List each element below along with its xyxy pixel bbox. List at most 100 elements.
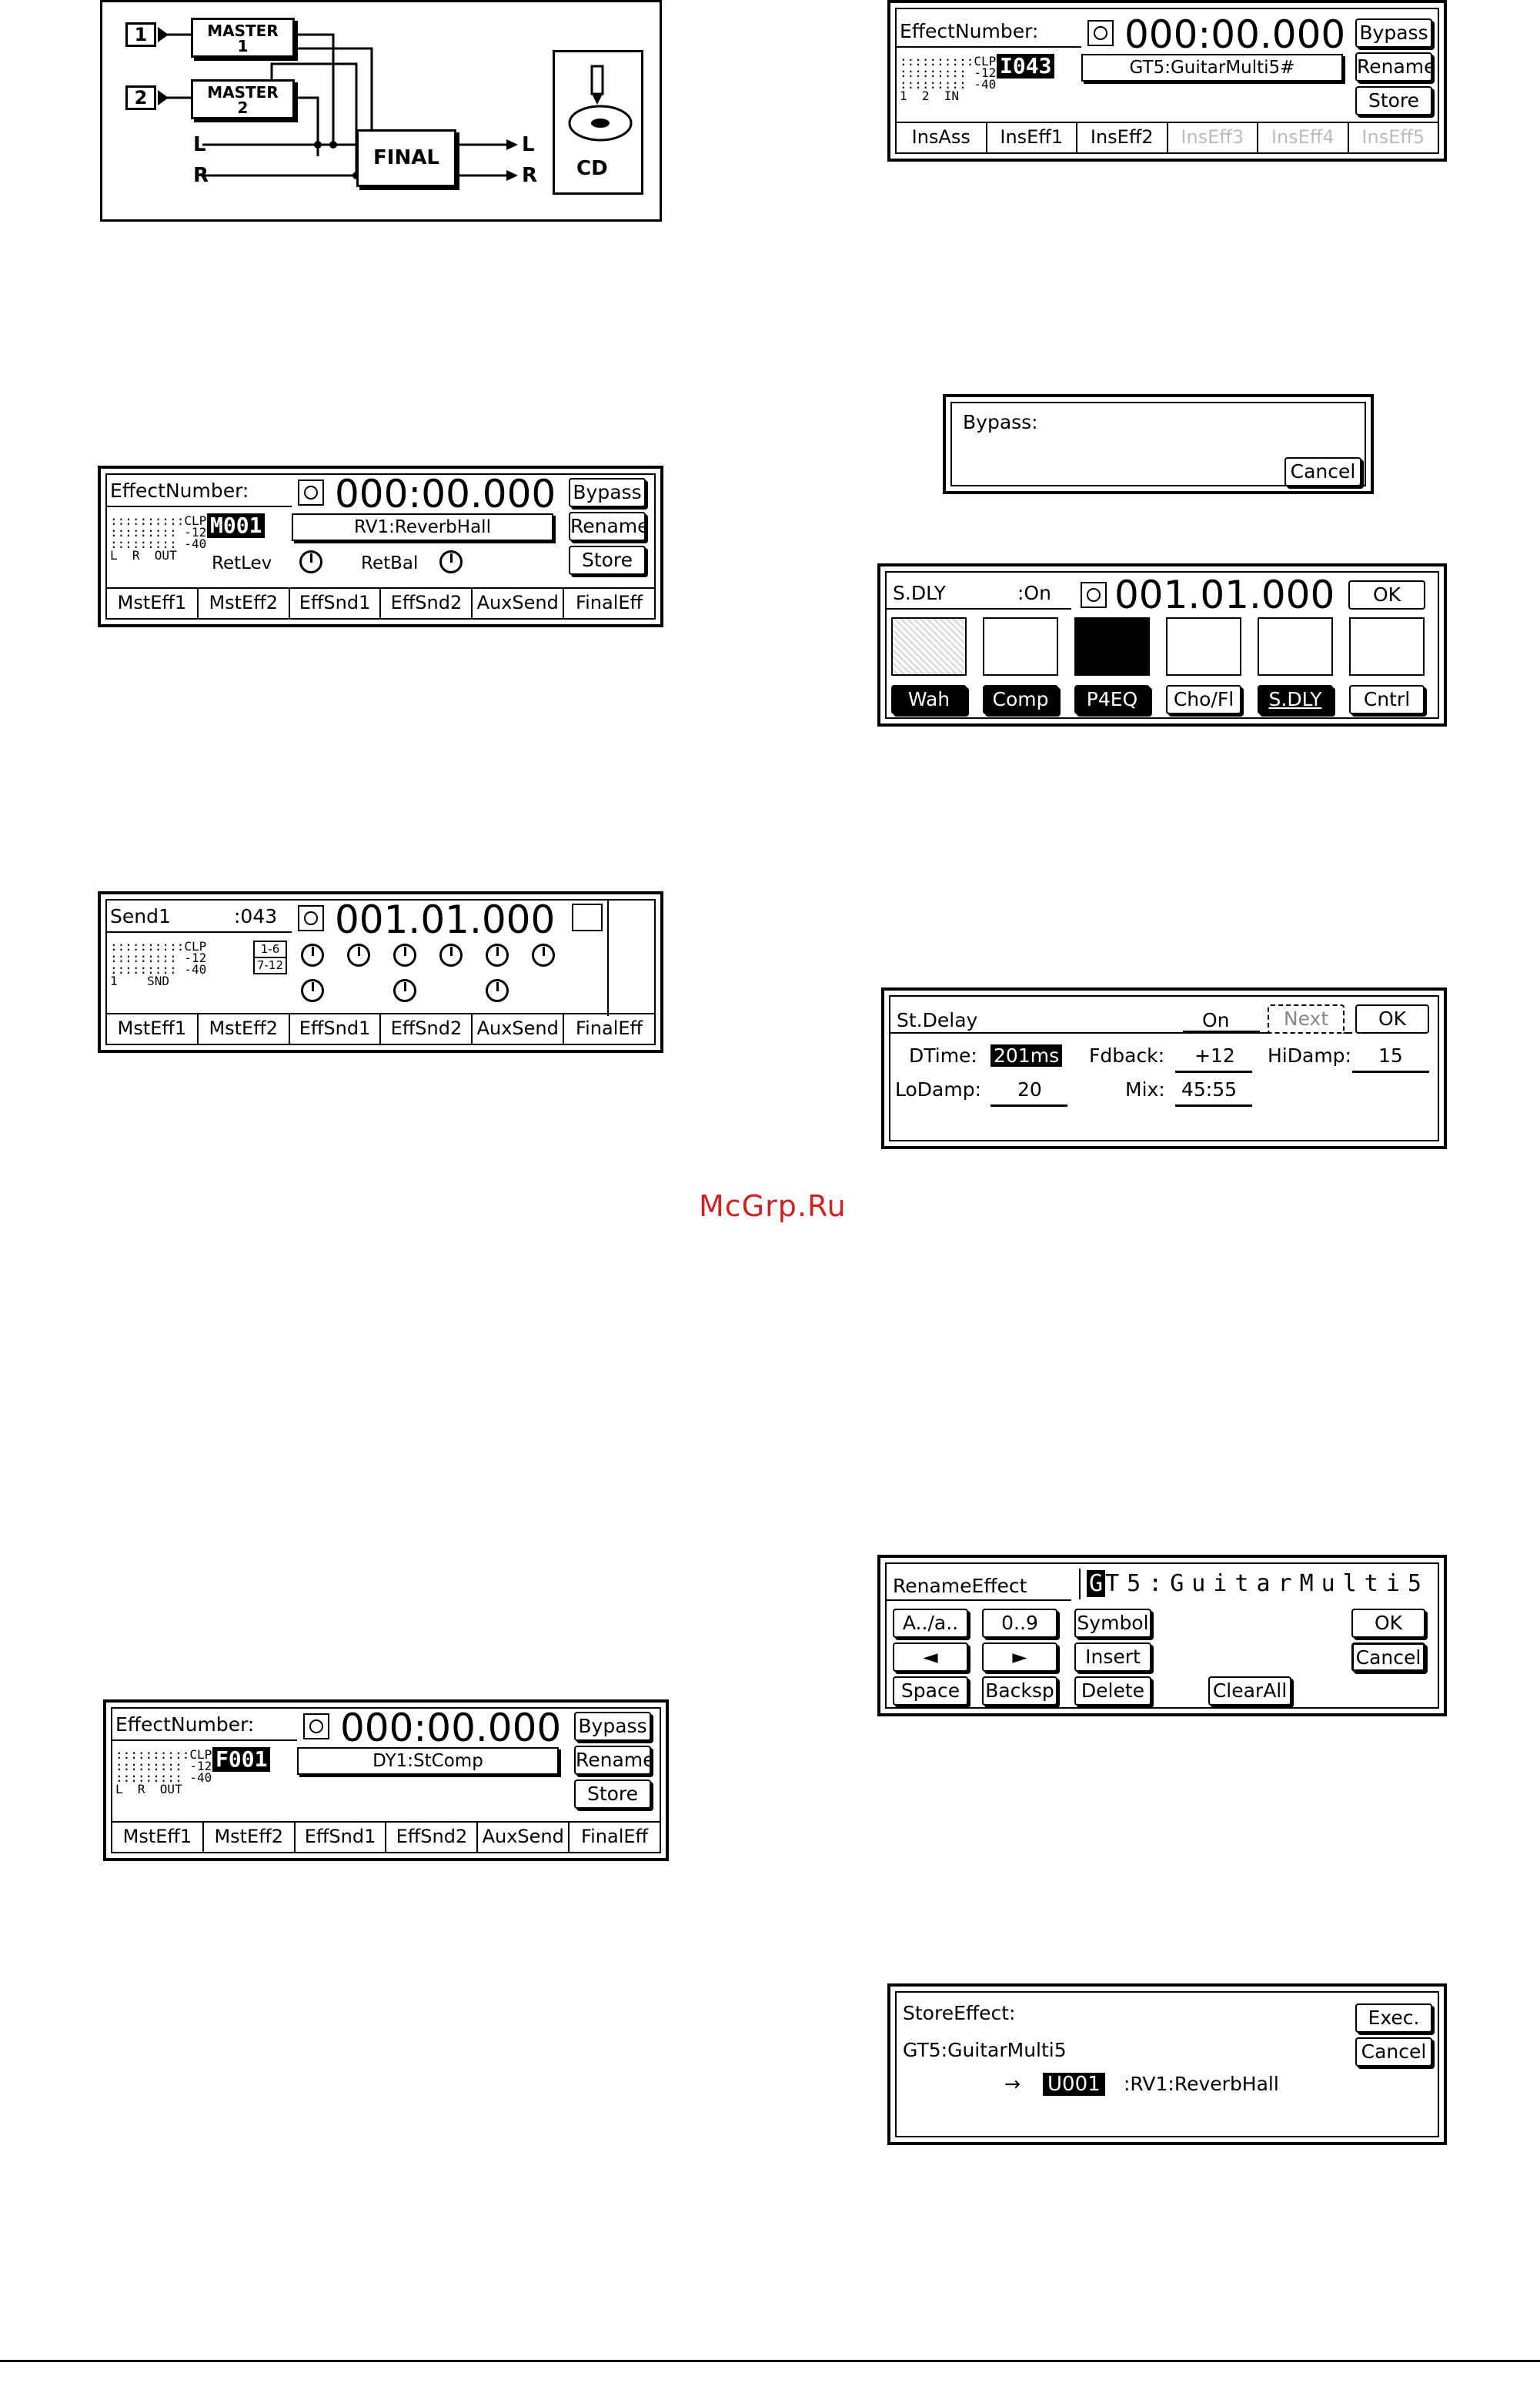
lodamp-label: LoDamp: <box>895 1078 981 1101</box>
tab-auxsend[interactable]: AuxSend <box>478 1823 570 1852</box>
rename-button[interactable]: Rename <box>569 512 650 541</box>
bypass-button[interactable]: Bypass <box>574 1712 651 1741</box>
tab-auxsend[interactable]: AuxSend <box>473 589 565 618</box>
effect-name-field[interactable]: RV1:ReverbHall <box>292 513 553 541</box>
block-p4eq[interactable]: P4EQ <box>1074 685 1150 714</box>
store-button[interactable]: Store <box>1355 86 1432 115</box>
level-meter: ::::::::::CLP ::::::::: -12 ::::::::: -4… <box>115 1747 212 1796</box>
tab-finaleff[interactable]: FinalEff <box>576 1018 643 1039</box>
tab-effsnd1[interactable]: EffSnd1 <box>296 1823 387 1852</box>
retlev-knob[interactable] <box>299 550 322 573</box>
send-knob-8[interactable] <box>393 979 416 1002</box>
bypass-button[interactable]: Bypass <box>1355 18 1432 48</box>
mix-value[interactable]: 45:55 <box>1181 1078 1238 1101</box>
name-text: T5:GuitarMulti5 <box>1105 1570 1429 1597</box>
store-button[interactable]: Store <box>569 546 646 575</box>
channel-b: 7-12 <box>255 957 286 973</box>
effect-id[interactable]: M001 <box>207 513 266 538</box>
send-knob-3[interactable] <box>393 944 416 967</box>
stdelay-state[interactable]: On <box>1202 1009 1230 1031</box>
cancel-button[interactable]: Cancel <box>1284 457 1361 486</box>
control-block-icon[interactable] <box>1349 617 1425 676</box>
tab-msteff1[interactable]: MstEff1 <box>107 589 199 618</box>
tab-msteff1[interactable]: MstEff1 <box>107 1014 199 1044</box>
effect-name-field[interactable]: GT5:GuitarMulti5# <box>1081 54 1343 82</box>
tab-finaleff[interactable]: FinalEff <box>581 1826 649 1847</box>
tab-effsnd1[interactable]: EffSnd1 <box>290 1014 382 1044</box>
cd-icon <box>568 65 633 142</box>
ok-button[interactable]: OK <box>1355 1004 1429 1034</box>
tab-effsnd1[interactable]: EffSnd1 <box>290 589 382 618</box>
chorus-flanger-block-icon[interactable] <box>1166 617 1241 676</box>
send-knob-1[interactable] <box>301 944 324 967</box>
send-knob-9[interactable] <box>486 979 509 1002</box>
comp-block-icon[interactable] <box>983 617 1058 676</box>
block-comp[interactable]: Comp <box>983 685 1058 714</box>
effect-name-field[interactable]: DY1:StComp <box>297 1747 559 1775</box>
send-title: Send1 <box>110 905 171 927</box>
send-knob-2[interactable] <box>347 944 370 967</box>
hidamp-label: HiDamp: <box>1268 1044 1351 1067</box>
wah-block-icon[interactable] <box>891 617 967 676</box>
dtime-value[interactable]: 201ms <box>990 1044 1063 1067</box>
store-dest-id[interactable]: U001 <box>1043 2073 1105 2096</box>
send-knob-7[interactable] <box>301 979 324 1002</box>
block-wah[interactable]: Wah <box>891 685 967 714</box>
block-sdly[interactable]: S.DLY <box>1258 685 1333 714</box>
input-1-box: 1 <box>125 22 156 47</box>
level-meter: ::::::::::CLP ::::::::: -12 ::::::::: -4… <box>900 54 997 103</box>
tab-inseff2[interactable]: InsEff2 <box>1077 123 1168 152</box>
fdback-value[interactable]: +12 <box>1194 1044 1235 1067</box>
tab-finaleff[interactable]: FinalEff <box>576 592 643 613</box>
clear-all-button[interactable]: ClearAll <box>1208 1676 1291 1706</box>
block-cntrl[interactable]: Cntrl <box>1349 685 1425 714</box>
effect-id[interactable]: I043 <box>997 54 1055 79</box>
p4eq-block-icon[interactable] <box>1074 617 1150 676</box>
block-cho-fl[interactable]: Cho/Fl <box>1166 685 1241 714</box>
link-icon[interactable] <box>572 904 603 931</box>
screen-title: EffectNumber: <box>900 20 1039 42</box>
tab-effsnd2[interactable]: EffSnd2 <box>386 1823 479 1852</box>
bypass-button[interactable]: Bypass <box>569 478 646 507</box>
cancel-button[interactable]: Cancel <box>1355 2037 1432 2067</box>
send-knob-4[interactable] <box>439 944 463 967</box>
tab-inseff1[interactable]: InsEff1 <box>987 123 1077 152</box>
tab-msteff2[interactable]: MstEff2 <box>199 1014 290 1044</box>
space-button[interactable]: Space <box>893 1676 968 1706</box>
symbol-button[interactable]: Symbol <box>1074 1609 1151 1638</box>
cursor-left-button[interactable]: ◄ <box>893 1642 968 1672</box>
hidamp-value[interactable]: 15 <box>1378 1044 1403 1067</box>
tab-effsnd2[interactable]: EffSnd2 <box>381 589 473 618</box>
ok-button[interactable]: OK <box>1348 580 1425 610</box>
tab-msteff2[interactable]: MstEff2 <box>199 589 290 618</box>
effect-id[interactable]: F001 <box>212 1747 271 1772</box>
mix-label: Mix: <box>1125 1078 1165 1101</box>
retbal-knob[interactable] <box>439 550 463 573</box>
insert-button[interactable]: Insert <box>1074 1642 1151 1672</box>
tab-effsnd2[interactable]: EffSnd2 <box>381 1014 473 1044</box>
time-display: 000:00.000 <box>335 472 556 516</box>
tab-msteff1[interactable]: MstEff1 <box>112 1823 204 1852</box>
send-knob-5[interactable] <box>486 944 509 967</box>
rename-button[interactable]: Rename <box>1355 52 1436 82</box>
backspace-button[interactable]: Backsp <box>982 1676 1057 1706</box>
numbers-button[interactable]: 0..9 <box>982 1609 1057 1638</box>
case-toggle-button[interactable]: A../a.. <box>893 1609 968 1638</box>
tab-msteff2[interactable]: MstEff2 <box>204 1823 296 1852</box>
send-knob-6[interactable] <box>532 944 555 967</box>
rename-button[interactable]: Rename <box>574 1746 655 1775</box>
tab-auxsend[interactable]: AuxSend <box>473 1014 565 1044</box>
lodamp-value[interactable]: 20 <box>1017 1078 1042 1101</box>
cancel-button[interactable]: Cancel <box>1351 1642 1425 1672</box>
exec-button[interactable]: Exec. <box>1355 2003 1432 2033</box>
tab-insass[interactable]: InsAss <box>897 123 987 152</box>
ok-button[interactable]: OK <box>1351 1609 1425 1638</box>
store-button[interactable]: Store <box>574 1779 651 1809</box>
screen-title: EffectNumber: <box>110 480 249 502</box>
delete-button[interactable]: Delete <box>1074 1676 1151 1706</box>
store-effect-screen: StoreEffect: GT5:GuitarMulti5 → U001 :RV… <box>887 1983 1447 2145</box>
stereo-delay-block-icon[interactable] <box>1258 617 1333 676</box>
stdelay-title: St.Delay <box>897 1009 978 1031</box>
cursor-right-button[interactable]: ► <box>982 1642 1057 1672</box>
